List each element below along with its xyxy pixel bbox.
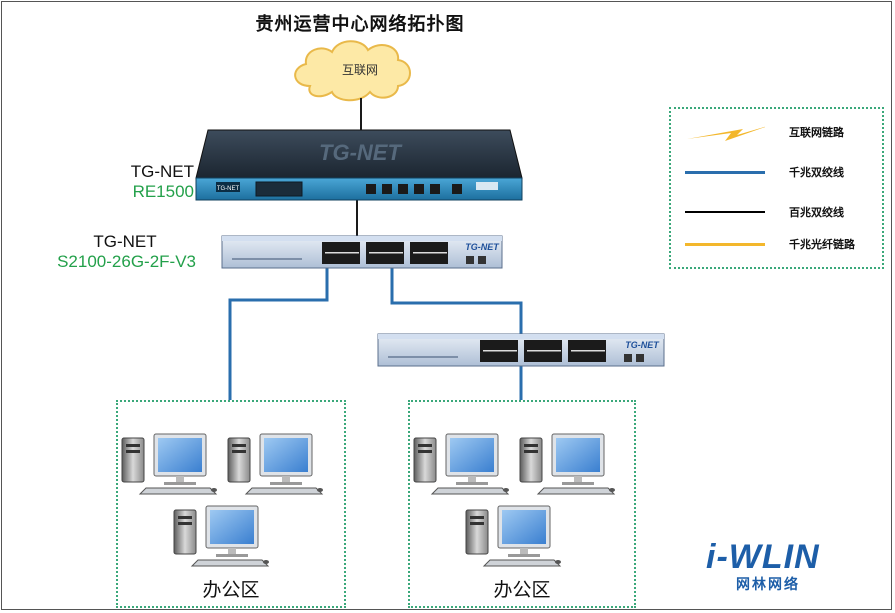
legend-label: 互联网链路 xyxy=(789,126,844,139)
legend-label: 千兆光纤链路 xyxy=(789,238,855,251)
access-switch: TG-NET xyxy=(377,333,665,367)
router-brand: TG-NET xyxy=(130,162,194,181)
access-switch-logo: TG-NET xyxy=(625,340,660,350)
legend-swatch xyxy=(685,211,765,213)
router-label: TG-NET RE1500 xyxy=(80,162,194,202)
legend-item-fast-twisted: 百兆双绞线 xyxy=(671,201,882,225)
lightning-icon xyxy=(687,126,765,141)
router-re1500: TG-NET TG-NET xyxy=(195,129,523,201)
legend-item-internet: 互联网链路 xyxy=(671,121,882,145)
office-area-1: 办公区 xyxy=(116,400,346,608)
legend-label: 千兆双绞线 xyxy=(789,166,844,179)
core-switch-logo: TG-NET xyxy=(465,242,500,252)
legend-swatch xyxy=(685,243,765,246)
router-front-logo: TG-NET xyxy=(217,186,240,192)
core-to-office1-link xyxy=(228,266,329,400)
router-model: RE1500 xyxy=(132,182,194,201)
office-label: 办公区 xyxy=(202,579,260,601)
internet-cloud: 互联网 xyxy=(294,40,411,102)
legend-item-gigabit-twisted: 千兆双绞线 xyxy=(671,161,882,185)
legend-label: 百兆双绞线 xyxy=(789,206,844,219)
core-to-access-link xyxy=(390,266,523,335)
iwlin-logo: i-WLIN 网林网络 xyxy=(706,540,866,594)
diagram-title: 贵州运营中心网络拓扑图 xyxy=(255,14,465,35)
router-top-logo: TG-NET xyxy=(319,140,402,165)
office-label: 办公区 xyxy=(493,579,551,601)
office-area-2: 办公区 xyxy=(408,400,636,608)
core-switch-label: TG-NET S2100-26G-2F-V3 xyxy=(14,232,196,272)
logo-mark: i-WLIN xyxy=(706,538,820,576)
core-switch: TG-NET xyxy=(221,235,503,269)
legend-item-fiber: 千兆光纤链路 xyxy=(671,233,882,257)
cloud-label: 互联网 xyxy=(342,63,378,77)
logo-subtitle: 网林网络 xyxy=(736,577,800,593)
core-switch-brand: TG-NET xyxy=(93,232,157,251)
legend: 互联网链路 千兆双绞线 百兆双绞线 千兆光纤链路 xyxy=(669,107,884,269)
legend-swatch xyxy=(685,171,765,174)
core-switch-model: S2100-26G-2F-V3 xyxy=(57,252,196,271)
access-switch-ports xyxy=(480,340,606,362)
